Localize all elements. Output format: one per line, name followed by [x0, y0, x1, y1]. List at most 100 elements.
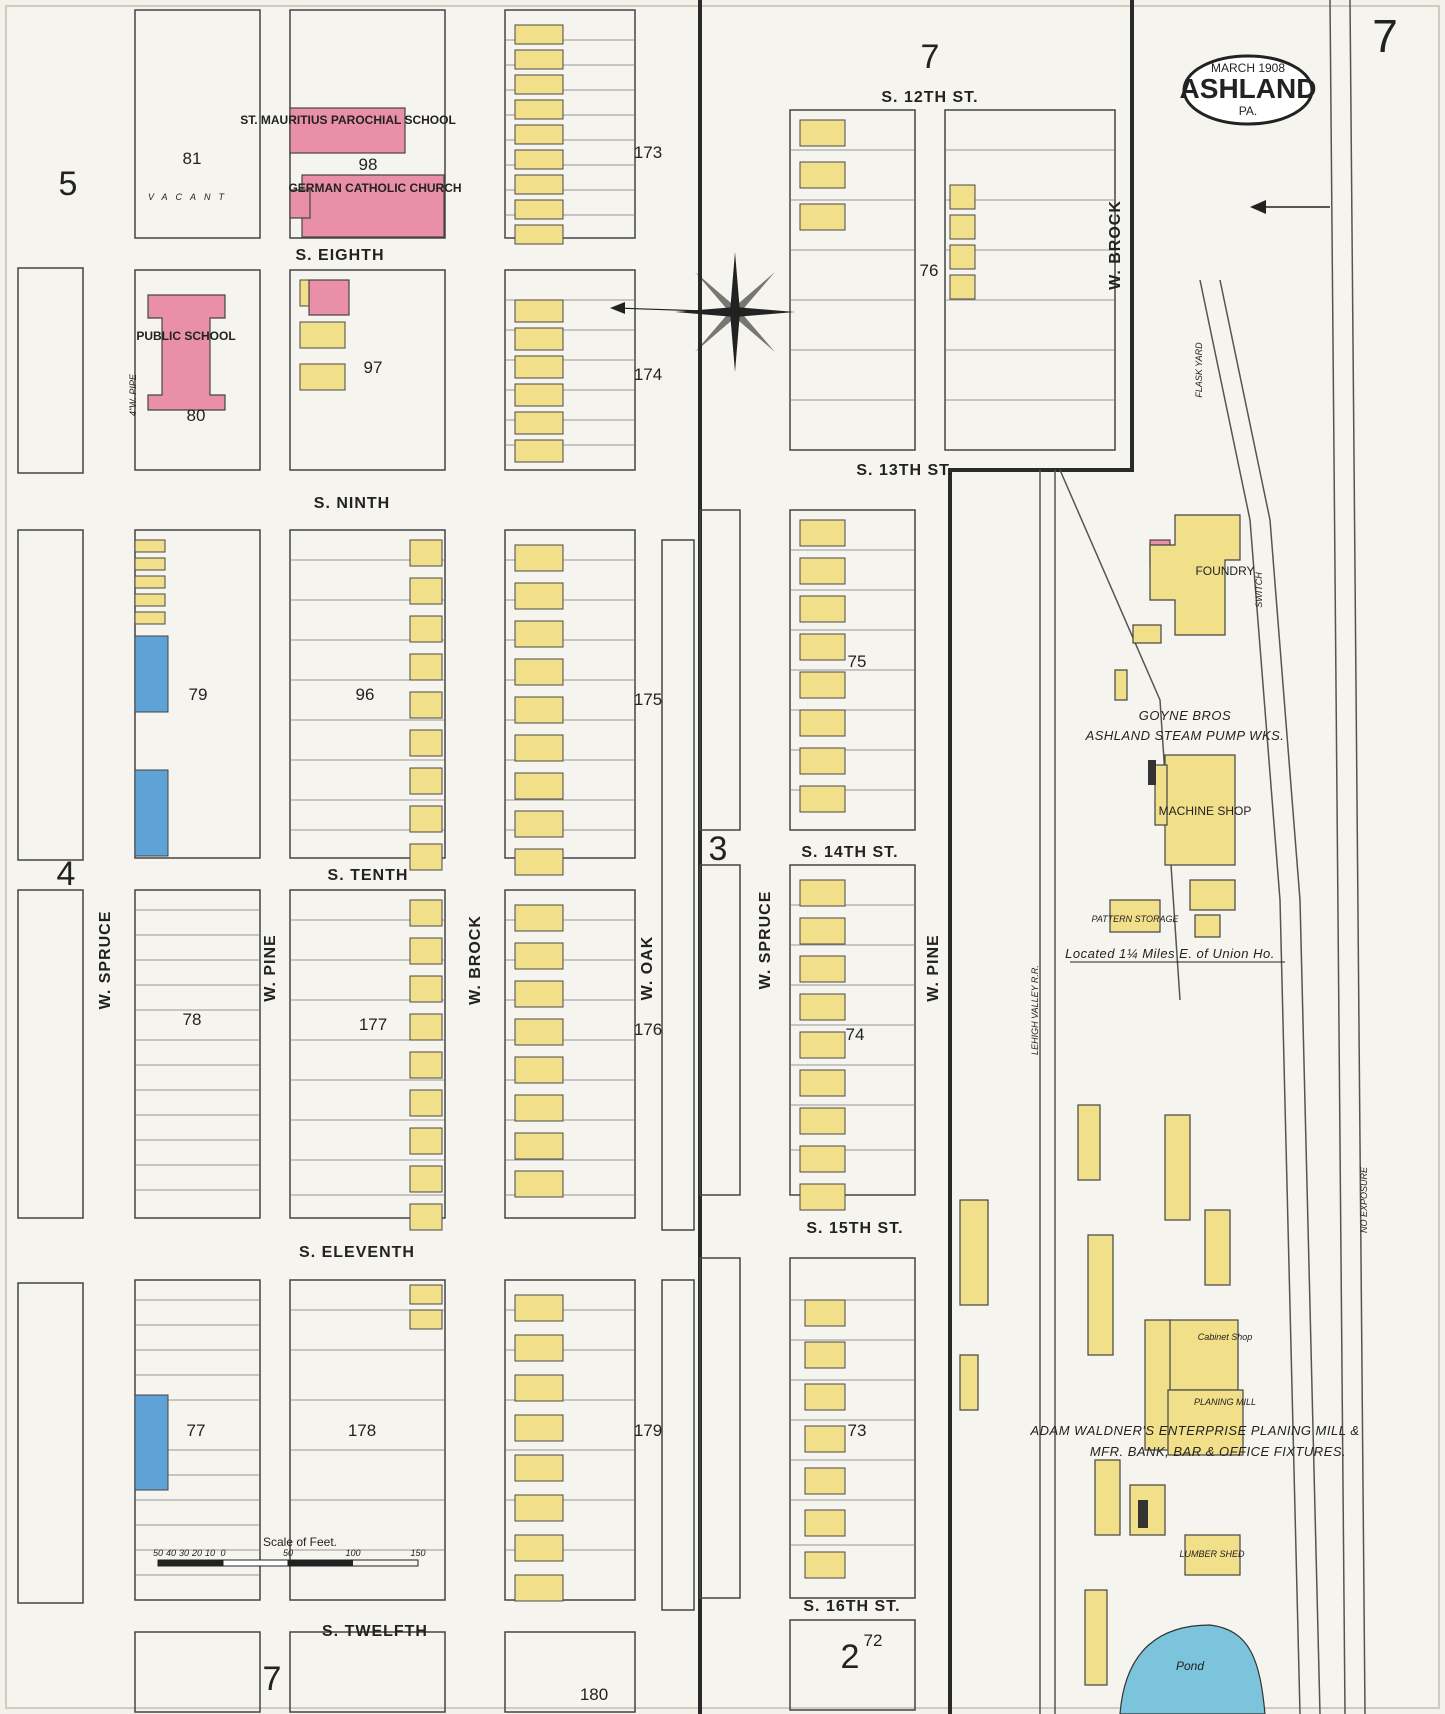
dwelling [514, 299, 564, 323]
dwelling [514, 124, 564, 145]
firm-goyne-1: GOYNE BROS [1139, 708, 1231, 723]
dwelling [514, 99, 564, 120]
dwelling [514, 174, 564, 195]
dwelling [799, 519, 846, 547]
label-cabinet-shop: Cabinet Shop [1198, 1332, 1253, 1342]
block-number: 75 [848, 652, 867, 671]
dwelling [409, 1203, 443, 1231]
street-s-15th: S. 15TH ST. [806, 1220, 903, 1237]
street-w-spruce-left: W. SPRUCE [97, 911, 114, 1010]
brick-buildings [147, 107, 1171, 566]
dwelling [799, 671, 846, 699]
title-date: MARCH 1908 [1211, 61, 1285, 75]
street-s-ninth: S. NINTH [314, 495, 390, 512]
dwelling [514, 1094, 564, 1122]
cabinet-shop-building [1167, 1319, 1239, 1391]
block-number: 78 [183, 1010, 202, 1029]
dwelling [949, 214, 976, 240]
label-public-school: PUBLIC SCHOOL [136, 329, 235, 343]
scale-tick: 20 [191, 1548, 202, 1558]
adjoining-sheet-7-bottom: 7 [263, 1660, 282, 1698]
street-s-eleventh: S. ELEVENTH [299, 1244, 415, 1261]
adjoining-sheet-2: 2 [841, 1638, 860, 1676]
block-number: 73 [848, 1421, 867, 1440]
sheet-number: 7 [1372, 10, 1398, 62]
dwelling [804, 1551, 846, 1579]
label-pond: Pond [1176, 1659, 1204, 1673]
dwelling [409, 653, 443, 681]
block-number: 97 [364, 358, 383, 377]
dwelling [799, 1069, 846, 1097]
dwelling [514, 942, 564, 970]
street-s-eighth: S. EIGHTH [295, 247, 384, 264]
label-foundry: FOUNDRY [1195, 564, 1254, 578]
dwelling [804, 1299, 846, 1327]
public-school-building [147, 294, 226, 411]
german-catholic-church [301, 174, 445, 238]
dwelling [799, 595, 846, 623]
dwelling [514, 1494, 564, 1522]
block-number: 177 [359, 1015, 387, 1034]
label-water-pipe: 4"W. PIPE [128, 373, 138, 416]
block-number: 176 [634, 1020, 662, 1039]
dwelling [409, 691, 443, 719]
dwelling [409, 1127, 443, 1155]
dwelling [514, 1018, 564, 1046]
dwelling [799, 1145, 846, 1173]
dwelling [514, 327, 564, 351]
scale-tick: 100 [345, 1548, 360, 1558]
dwelling [409, 767, 443, 795]
dwelling [514, 1132, 564, 1160]
street-w-oak: W. OAK [639, 936, 656, 1001]
block-number: 72 [864, 1631, 883, 1650]
dwelling [514, 1414, 564, 1442]
label-planing-mill: PLANING MILL [1194, 1397, 1256, 1407]
dwelling [514, 355, 564, 379]
dwelling [804, 1383, 846, 1411]
block-number: 175 [634, 690, 662, 709]
firm-goyne-location: Located 1¼ Miles E. of Union Ho. [1065, 946, 1275, 961]
dwelling [514, 904, 564, 932]
label-switch: SWITCH [1254, 572, 1264, 608]
dwelling [799, 785, 846, 813]
dwelling [799, 203, 846, 231]
dwelling [799, 1031, 846, 1059]
dwelling [949, 244, 976, 270]
title-city: ASHLAND [1180, 73, 1317, 104]
dwelling [949, 274, 976, 300]
firm-waldner-1: ADAM WALDNER'S ENTERPRISE PLANING MILL & [1029, 1423, 1359, 1438]
planing-mill-building [1167, 1389, 1244, 1456]
dwelling [804, 1509, 846, 1537]
st-mauritius-school [289, 107, 406, 154]
block-number: 180 [580, 1685, 608, 1704]
dwelling [299, 363, 346, 391]
block-number: 81 [183, 149, 202, 168]
dwelling [799, 557, 846, 585]
block-number: 77 [187, 1421, 206, 1440]
compass-rose [610, 252, 795, 372]
dwelling [514, 1294, 564, 1322]
street-w-pine-right: W. PINE [925, 934, 942, 1001]
dwelling [409, 539, 443, 567]
dwelling [409, 843, 443, 871]
block-number: 174 [634, 365, 662, 384]
dwelling [409, 899, 443, 927]
street-s-13th: S. 13TH ST. [856, 462, 953, 479]
dwelling [409, 975, 443, 1003]
scale-tick: 40 [166, 1548, 176, 1558]
block-number: 178 [348, 1421, 376, 1440]
dwelling [409, 577, 443, 605]
foundry-building [1149, 514, 1241, 636]
adjoining-sheet-5: 5 [59, 165, 78, 203]
dwelling [409, 1051, 443, 1079]
dwelling [514, 848, 564, 876]
scale-tick: 50 [153, 1548, 163, 1558]
dwelling [409, 615, 443, 643]
dwelling [514, 544, 564, 572]
dwelling [134, 575, 166, 589]
dwelling [514, 772, 564, 800]
block-number: 98 [359, 155, 378, 174]
title-state: PA. [1239, 104, 1257, 118]
scale-title: Scale of Feet. [263, 1535, 337, 1549]
street-s-twelfth: S. TWELFTH [322, 1623, 428, 1640]
